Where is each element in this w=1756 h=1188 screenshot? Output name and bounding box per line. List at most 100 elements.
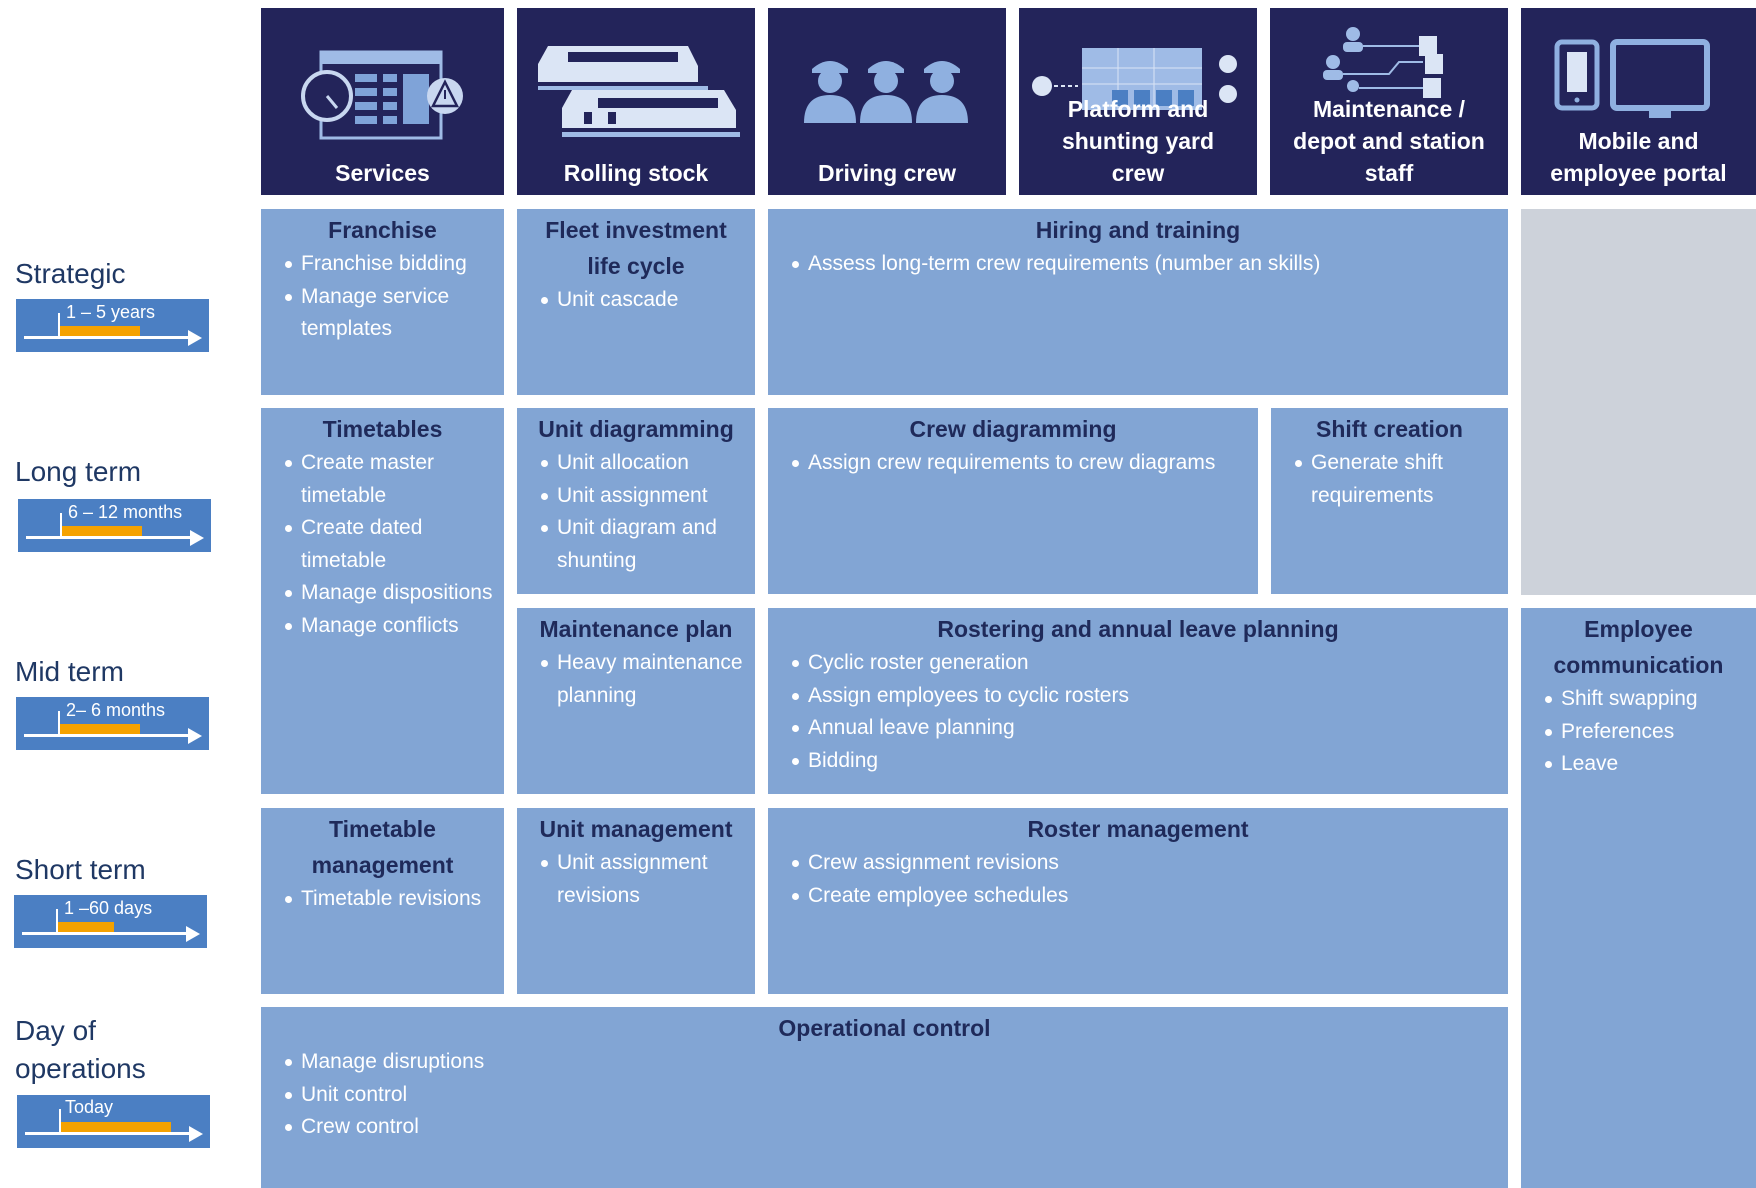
badge-duration-bar xyxy=(60,724,140,734)
list-item: Heavy maintenance planning xyxy=(539,647,745,712)
badge-arrow-head xyxy=(190,530,204,546)
row-label-text: Long term xyxy=(15,456,142,487)
cell-bullet-list: Assess long-term crew requirements (numb… xyxy=(778,248,1498,281)
cell-title: Unit management xyxy=(539,816,733,842)
column-title-text: Maintenance / depot and station staff xyxy=(1293,96,1485,186)
badge-text: 1 – 5 years xyxy=(66,302,156,322)
list-item: Assign employees to cyclic rosters xyxy=(790,680,1498,713)
column-header-mobile-portal: Mobile and employee portal xyxy=(1521,8,1756,195)
badge-text: 6 – 12 months xyxy=(68,502,183,522)
list-item: Manage conflicts xyxy=(283,610,494,643)
badge-duration-bar xyxy=(61,1122,171,1132)
badge-tick xyxy=(60,513,62,537)
row-label-text: Short term xyxy=(15,854,146,885)
list-item: Unit assignment xyxy=(539,480,745,513)
list-item: Manage service templates xyxy=(283,281,494,346)
cell-maintenance-plan: Maintenance plan Heavy maintenance plann… xyxy=(517,608,755,794)
row-label-mid-term: Mid term xyxy=(15,653,215,691)
list-item: Preferences xyxy=(1543,716,1746,749)
row-label-day-of-operations: Day of operations xyxy=(15,1012,175,1088)
badge-duration-bar xyxy=(60,326,140,336)
cell-title: Timetables xyxy=(322,416,443,442)
cell-placeholder-gray xyxy=(1521,209,1756,595)
list-item: Assess long-term crew requirements (numb… xyxy=(790,248,1498,281)
row-label-text: Strategic xyxy=(15,258,126,289)
crew-people-icon xyxy=(804,61,968,123)
cell-bullet-list: Generate shift requirements xyxy=(1281,447,1498,512)
cell-franchise: Franchise Franchise bidding Manage servi… xyxy=(261,209,504,395)
cell-bullet-list: Manage disruptions Unit control Crew con… xyxy=(271,1046,1498,1144)
list-item: Unit assignment revisions xyxy=(539,847,745,912)
cell-crew-diagramming: Crew diagramming Assign crew requirement… xyxy=(768,408,1258,594)
badge-arrow xyxy=(25,1132,191,1135)
cell-bullet-list: Shift swapping Preferences Leave xyxy=(1531,683,1746,781)
station-map-icon xyxy=(1032,48,1237,110)
badge-arrow xyxy=(24,734,190,737)
column-header-driving-crew: Driving crew xyxy=(768,8,1006,195)
column-title: Rolling stock xyxy=(563,160,709,186)
row-label-short-term: Short term xyxy=(15,851,215,889)
cell-timetables: Timetables Create master timetable Creat… xyxy=(261,408,504,794)
badge-arrow-head xyxy=(188,728,202,744)
cell-fleet-investment: Fleet investment life cycle Unit cascade xyxy=(517,209,755,395)
cell-title: Operational control xyxy=(778,1015,991,1041)
column-title: Services xyxy=(335,160,430,186)
badge-text: 2– 6 months xyxy=(66,700,166,720)
list-item: Shift swapping xyxy=(1543,683,1746,716)
cell-title: Timetable management xyxy=(311,816,454,878)
cell-bullet-list: Heavy maintenance planning xyxy=(527,647,745,712)
time-horizon-badge: 6 – 12 months xyxy=(18,499,211,552)
badge-tick xyxy=(58,711,60,735)
column-title: Mobile and employee portal xyxy=(1521,125,1756,189)
cell-bullet-list: Franchise bidding Manage service templat… xyxy=(271,248,494,346)
column-header-services: Services xyxy=(261,8,504,195)
cell-timetable-management: Timetable management Timetable revisions xyxy=(261,808,504,994)
column-title-text: Mobile and employee portal xyxy=(1550,128,1727,186)
list-item: Leave xyxy=(1543,748,1746,781)
cell-bullet-list: Timetable revisions xyxy=(271,883,494,916)
list-item: Manage dispositions xyxy=(283,577,494,610)
cell-title: Unit diagramming xyxy=(538,416,734,442)
list-item: Unit diagram and shunting xyxy=(539,512,745,577)
cell-unit-management: Unit management Unit assignment revision… xyxy=(517,808,755,994)
badge-tick xyxy=(58,313,60,337)
services-dashboard-icon xyxy=(301,50,463,140)
cell-title: Maintenance plan xyxy=(539,616,733,642)
list-item: Create employee schedules xyxy=(790,880,1498,913)
list-item: Bidding xyxy=(790,745,1498,778)
cell-roster-management: Roster management Crew assignment revisi… xyxy=(768,808,1508,994)
cell-employee-communication: Employee communication Shift swapping Pr… xyxy=(1521,608,1756,1188)
cell-title: Crew diagramming xyxy=(909,416,1117,442)
devices-icon xyxy=(1554,39,1710,118)
cell-unit-diagramming: Unit diagramming Unit allocation Unit as… xyxy=(517,408,755,594)
cell-bullet-list: Unit assignment revisions xyxy=(527,847,745,912)
cell-bullet-list: Unit cascade xyxy=(527,284,745,317)
badge-arrow xyxy=(26,536,192,539)
cell-operational-control: Operational control Manage disruptions U… xyxy=(261,1007,1508,1188)
cell-bullet-list: Assign crew requirements to crew diagram… xyxy=(778,447,1248,480)
column-title-text: Platform and shunting yard crew xyxy=(1061,96,1215,186)
time-horizon-badge: 1 – 5 years xyxy=(16,299,209,352)
cell-title: Hiring and training xyxy=(1035,217,1241,243)
list-item: Annual leave planning xyxy=(790,712,1498,745)
time-horizon-badge: 1 –60 days xyxy=(14,895,207,948)
list-item: Franchise bidding xyxy=(283,248,494,281)
cell-bullet-list: Unit allocation Unit assignment Unit dia… xyxy=(527,447,745,577)
list-item: Manage disruptions xyxy=(283,1046,1498,1079)
list-item: Create dated timetable xyxy=(283,512,494,577)
list-item: Crew assignment revisions xyxy=(790,847,1498,880)
cell-bullet-list: Cyclic roster generation Assign employee… xyxy=(778,647,1498,777)
column-title: Driving crew xyxy=(817,160,957,186)
column-title: Platform and shunting yard crew xyxy=(1019,93,1257,189)
column-title: Maintenance / depot and station staff xyxy=(1270,93,1508,189)
cell-shift-creation: Shift creation Generate shift requiremen… xyxy=(1271,408,1508,594)
badge-arrow xyxy=(24,336,190,339)
row-label-text: Day of operations xyxy=(15,1015,146,1084)
row-label-strategic: Strategic xyxy=(15,255,215,293)
time-horizon-badge: Today xyxy=(17,1095,210,1148)
badge-arrow xyxy=(22,932,188,935)
badge-tick xyxy=(59,1109,61,1133)
badge-duration-bar xyxy=(58,922,114,932)
staff-network-icon xyxy=(1323,27,1443,98)
cell-title: Employee communication xyxy=(1553,616,1724,678)
